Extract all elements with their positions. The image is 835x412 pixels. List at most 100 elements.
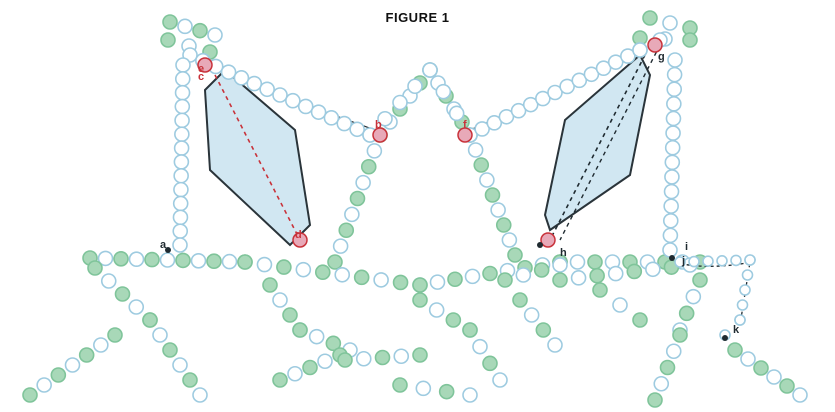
bead (474, 158, 488, 172)
bead (247, 77, 261, 91)
bead (667, 344, 681, 358)
bead (286, 94, 300, 108)
step-label-h: h (560, 247, 567, 259)
bead (743, 270, 753, 280)
bead (627, 264, 641, 278)
bead (450, 106, 464, 120)
bead (94, 338, 108, 352)
bead (130, 252, 144, 266)
bead (175, 127, 189, 141)
bead (312, 105, 326, 119)
bead (356, 176, 370, 190)
bead (440, 385, 454, 399)
bead (446, 313, 460, 327)
marker-bead (648, 38, 662, 52)
bead (143, 313, 157, 327)
bead (350, 122, 364, 136)
bead (173, 224, 187, 238)
bead (161, 33, 175, 47)
bead (648, 393, 662, 407)
bead (613, 298, 627, 312)
bead (667, 82, 681, 96)
bead (413, 278, 427, 292)
bead (207, 254, 221, 268)
bead (483, 267, 497, 281)
bead (668, 53, 682, 67)
bead (208, 28, 222, 42)
bead (351, 192, 365, 206)
bead (161, 253, 175, 267)
bead (754, 361, 768, 375)
bead (423, 63, 437, 77)
bead (548, 338, 562, 352)
bead (767, 370, 781, 384)
bead (664, 214, 678, 228)
bead (51, 368, 65, 382)
bead (536, 323, 550, 337)
bead (491, 203, 505, 217)
bead (609, 267, 623, 281)
bead (174, 183, 188, 197)
bead (222, 65, 236, 79)
bead (508, 248, 522, 262)
bead (588, 255, 602, 269)
bead (663, 16, 677, 30)
bead (273, 373, 287, 387)
bead (296, 263, 310, 277)
bead (393, 378, 407, 392)
bead (80, 348, 94, 362)
bead (153, 328, 167, 342)
bead (273, 88, 287, 102)
bead (263, 278, 277, 292)
bead (66, 358, 80, 372)
bead (673, 328, 687, 342)
bead (335, 268, 349, 282)
bead (483, 356, 497, 370)
bead (680, 306, 694, 320)
bead (646, 262, 660, 276)
bead (665, 170, 679, 184)
bead (393, 96, 407, 110)
bead (643, 11, 657, 25)
bead (357, 352, 371, 366)
bead (176, 58, 190, 72)
bead (431, 275, 445, 289)
bead (493, 373, 507, 387)
bead (661, 361, 675, 375)
bead (666, 141, 680, 155)
bead (108, 328, 122, 342)
bead (654, 377, 668, 391)
bead (273, 293, 287, 307)
bead (663, 228, 677, 242)
bead (193, 388, 207, 402)
bead (593, 283, 607, 297)
bead (666, 111, 680, 125)
bead (173, 210, 187, 224)
bead (334, 239, 348, 253)
step-label-g: g (658, 51, 665, 63)
bead (324, 111, 338, 125)
bead (277, 260, 291, 274)
bead (183, 373, 197, 387)
bead (741, 352, 755, 366)
bead (667, 97, 681, 111)
bead (535, 263, 549, 277)
bead (498, 273, 512, 287)
bead (223, 255, 237, 269)
bead (738, 300, 748, 310)
bead (257, 258, 271, 272)
bead (328, 255, 342, 269)
bead (114, 252, 128, 266)
thread-end-dot (722, 335, 728, 341)
bead (663, 243, 677, 257)
bead (665, 185, 679, 199)
bead (497, 218, 511, 232)
bead (745, 255, 755, 265)
bead (633, 43, 647, 57)
bead (367, 144, 381, 158)
bead (310, 330, 324, 344)
bead (176, 72, 190, 86)
bead (283, 308, 297, 322)
